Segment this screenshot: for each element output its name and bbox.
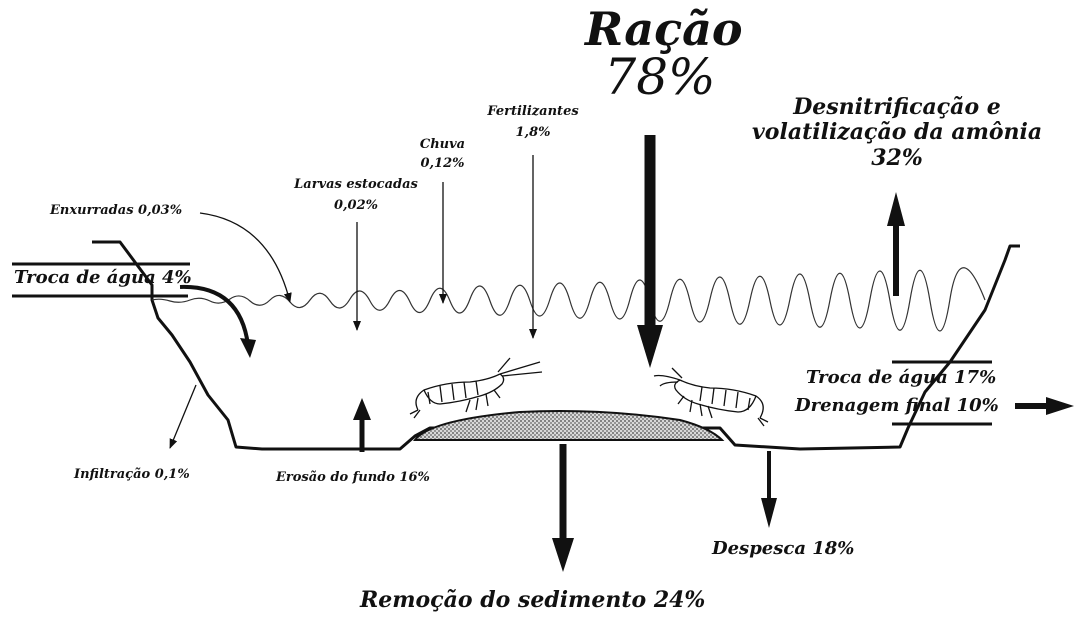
troca-entrada-arrow <box>179 284 250 346</box>
fertilizantes-name: Fertilizantes <box>487 104 579 119</box>
sedimento-label: Remoção do sedimento 24% <box>360 587 706 613</box>
sedimento-arrow-head <box>552 538 574 572</box>
infiltracao-arrow <box>169 384 197 449</box>
drenagem-label: Drenagem final 10% <box>795 395 999 416</box>
water-surface <box>151 267 986 332</box>
larvas-value: 0,02% <box>333 197 378 213</box>
larvas-label: Larvas estocadas 0,02% <box>276 177 436 214</box>
racao-name: Ração <box>585 2 743 56</box>
troca-entrada-label: Troca de água 4% <box>14 267 192 288</box>
desnitrificacao-line1: Desnitrificação e <box>793 94 1001 120</box>
racao-label: Ração 78% <box>585 2 743 106</box>
shrimp-right-icon <box>653 367 769 427</box>
fertilizantes-value: 1,8% <box>515 124 551 140</box>
fertilizantes-label: Fertilizantes 1,8% <box>478 104 588 141</box>
desnitrificacao-line2: volatilização da amônia <box>752 119 1043 146</box>
sediment-mound <box>412 410 725 441</box>
troca-saida-label: Troca de água 17% <box>806 367 997 388</box>
infiltracao-label: Infiltração 0,1% <box>74 467 190 482</box>
enxurradas-arrow <box>199 212 292 303</box>
desnitrificacao-label: Desnitrificação e volatilização da amôni… <box>752 94 1043 171</box>
enxurradas-label: Enxurradas 0,03% <box>50 203 183 218</box>
erosao-arrow-head <box>353 398 371 420</box>
larvas-name: Larvas estocadas <box>294 177 418 192</box>
racao-arrow-head <box>637 325 663 368</box>
erosao-label: Erosão do fundo 16% <box>276 470 430 485</box>
desnitrificacao-arrow-head <box>887 192 905 226</box>
chuva-value: 0,12% <box>420 155 465 171</box>
troca-entrada-arrow-head <box>240 338 256 358</box>
chuva-name: Chuva <box>419 137 466 152</box>
despesca-arrow-head <box>761 498 777 528</box>
drenagem-arrow-head <box>1046 397 1074 415</box>
despesca-label: Despesca 18% <box>712 538 855 559</box>
shrimp-left-icon <box>409 357 543 419</box>
desnitrificacao-value: 32% <box>871 144 923 171</box>
racao-value: 78% <box>604 48 716 106</box>
chuva-label: Chuva 0,12% <box>405 137 480 172</box>
